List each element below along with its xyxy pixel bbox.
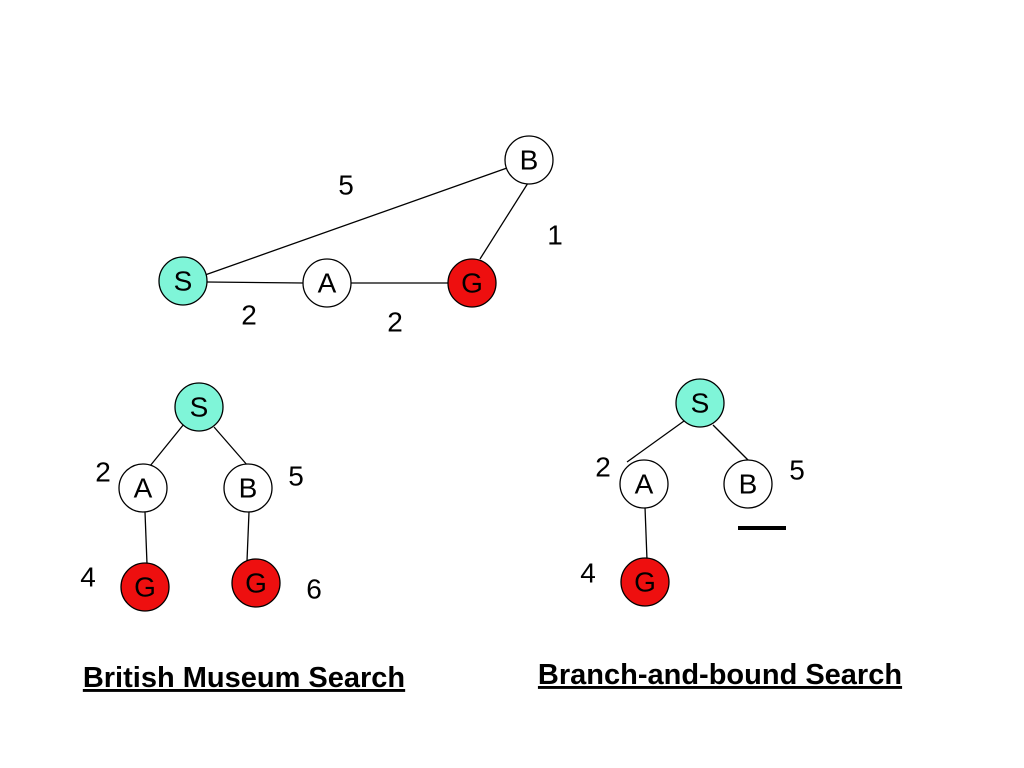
bm-caption: British Museum Search (83, 662, 405, 694)
graph-weight-s-a: 2 (241, 300, 257, 331)
bm-weight-a-g: 4 (80, 562, 96, 593)
graph-node-a-label: A (318, 268, 337, 299)
bb-weight-s-b: 5 (789, 455, 805, 486)
bm-edge-s-a (149, 423, 185, 467)
bb-node-b: B (723, 459, 773, 509)
graph-node-s-label: S (174, 266, 193, 297)
bm-node-a-goal: G (120, 562, 170, 612)
bb-node-b-circle (723, 459, 773, 509)
bb-node-a-circle (619, 459, 669, 509)
bm-node-a: A (118, 463, 168, 513)
graph-node-g-circle (447, 258, 497, 308)
bb-node-b-label: B (739, 469, 758, 500)
bb-node-a-goal-label: G (634, 567, 656, 598)
graph-edge-s-b (204, 167, 508, 276)
bm-weight-s-a: 2 (95, 457, 111, 488)
bm-weight-s-b: 5 (288, 461, 304, 492)
bb-node-s: S (675, 378, 725, 428)
bb-node-a: A (619, 459, 669, 509)
bb-node-a-goal: G (620, 557, 670, 607)
bm-node-s-label: S (190, 392, 209, 423)
bm-node-b-goal: G (231, 558, 281, 608)
bm-node-b-circle (223, 463, 273, 513)
graph-weight-b-g: 1 (547, 220, 563, 251)
graph-node-g: G (447, 258, 497, 308)
bm-node-a-goal-label: G (134, 572, 156, 603)
graph-node-s-circle (158, 256, 208, 306)
bm-weight-b-g: 6 (306, 574, 322, 605)
graph-node-g-label: G (461, 268, 483, 299)
graph-weight-a-g: 2 (387, 307, 403, 338)
weighted-graph: S A B G 5 1 2 2 (158, 135, 563, 338)
graph-node-b-circle (504, 135, 554, 185)
graph-node-s: S (158, 256, 208, 306)
bm-node-s-circle (174, 382, 224, 432)
bm-edge-b-g (246, 511, 250, 562)
graph-edge-b-g (479, 182, 529, 260)
bb-node-a-label: A (635, 469, 654, 500)
bb-node-s-label: S (691, 388, 710, 419)
graph-node-a: A (302, 258, 352, 308)
graph-node-b: B (504, 135, 554, 185)
british-museum-tree: S A B G G 2 5 4 6 British Museum Search (80, 382, 405, 694)
bm-node-a-circle (118, 463, 168, 513)
bm-node-b-goal-label: G (245, 568, 267, 599)
bb-edge-a-g (644, 506, 648, 561)
bb-weight-a-g: 4 (580, 558, 596, 589)
branch-and-bound-tree: S A B G 2 5 4 Branch-and-bound Search (538, 378, 902, 691)
bm-node-b-label: B (239, 473, 258, 504)
graph-edge-s-a (206, 281, 304, 284)
bm-edge-s-b (213, 426, 249, 467)
graph-node-b-label: B (520, 145, 539, 176)
bb-edge-s-a (626, 420, 685, 463)
bb-caption: Branch-and-bound Search (538, 659, 902, 691)
bm-node-b: B (223, 463, 273, 513)
bb-node-s-circle (675, 378, 725, 428)
bm-node-b-goal-circle (231, 558, 281, 608)
bb-weight-s-a: 2 (595, 452, 611, 483)
bm-node-a-goal-circle (120, 562, 170, 612)
bb-node-a-goal-circle (620, 557, 670, 607)
graph-weight-s-b: 5 (338, 170, 354, 201)
bm-edge-a-g (144, 511, 148, 565)
bb-edge-s-b (712, 424, 749, 461)
bm-node-s: S (174, 382, 224, 432)
graph-node-a-circle (302, 258, 352, 308)
bm-node-a-label: A (134, 473, 153, 504)
